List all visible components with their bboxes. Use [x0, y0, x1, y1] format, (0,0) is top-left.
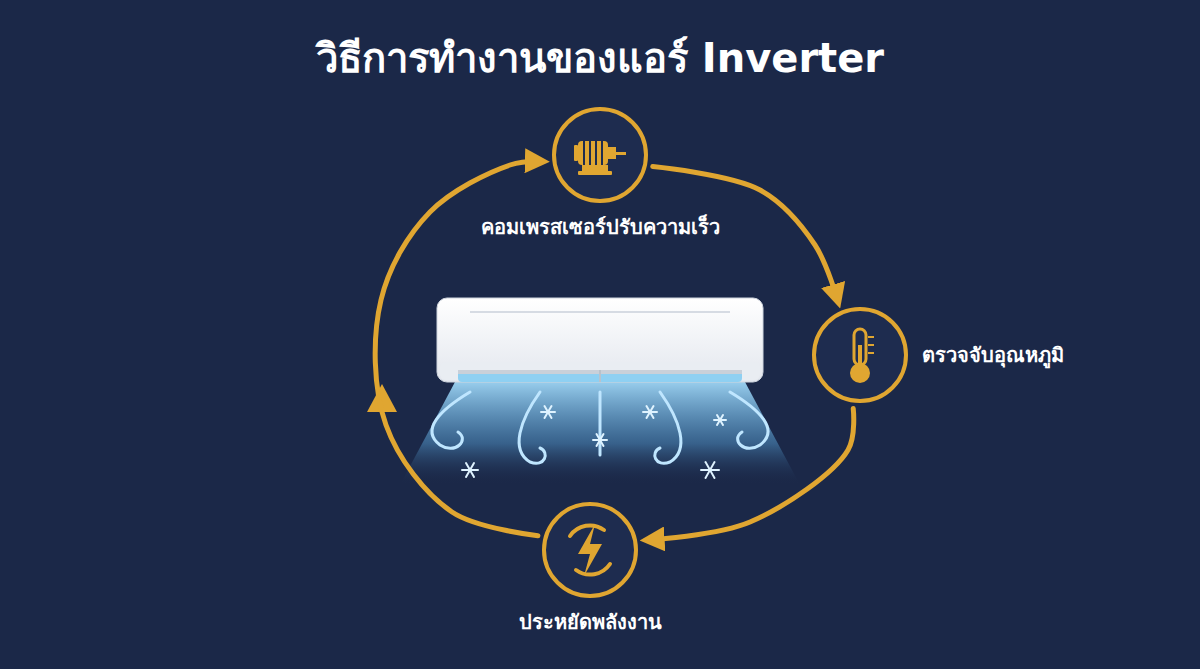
step-icon — [570, 524, 610, 576]
step-icon — [574, 141, 626, 175]
step-circle: คอมเพรสเซอร์ปรับความเร็ว — [552, 107, 648, 203]
step-circle: ประหยัดพลังงาน — [542, 502, 638, 598]
snowflakes — [462, 406, 726, 478]
indoor-unit — [437, 298, 763, 382]
air-swirls — [432, 392, 768, 463]
step-ring — [552, 107, 648, 203]
step-circle: ตรวจจับอุณหภูมิ — [812, 307, 908, 403]
airflow — [400, 382, 800, 485]
step-ring — [542, 502, 638, 598]
step-label: ตรวจจับอุณหภูมิ — [922, 339, 1064, 371]
step-ring — [812, 307, 908, 403]
cycle-arrow — [647, 409, 854, 540]
title: วิธีการทำงานของแอร์ Inverter — [0, 26, 1200, 90]
step-label: ประหยัดพลังงาน — [519, 606, 662, 638]
step-label: คอมเพรสเซอร์ปรับความเร็ว — [481, 211, 720, 243]
step-icon — [850, 329, 874, 383]
